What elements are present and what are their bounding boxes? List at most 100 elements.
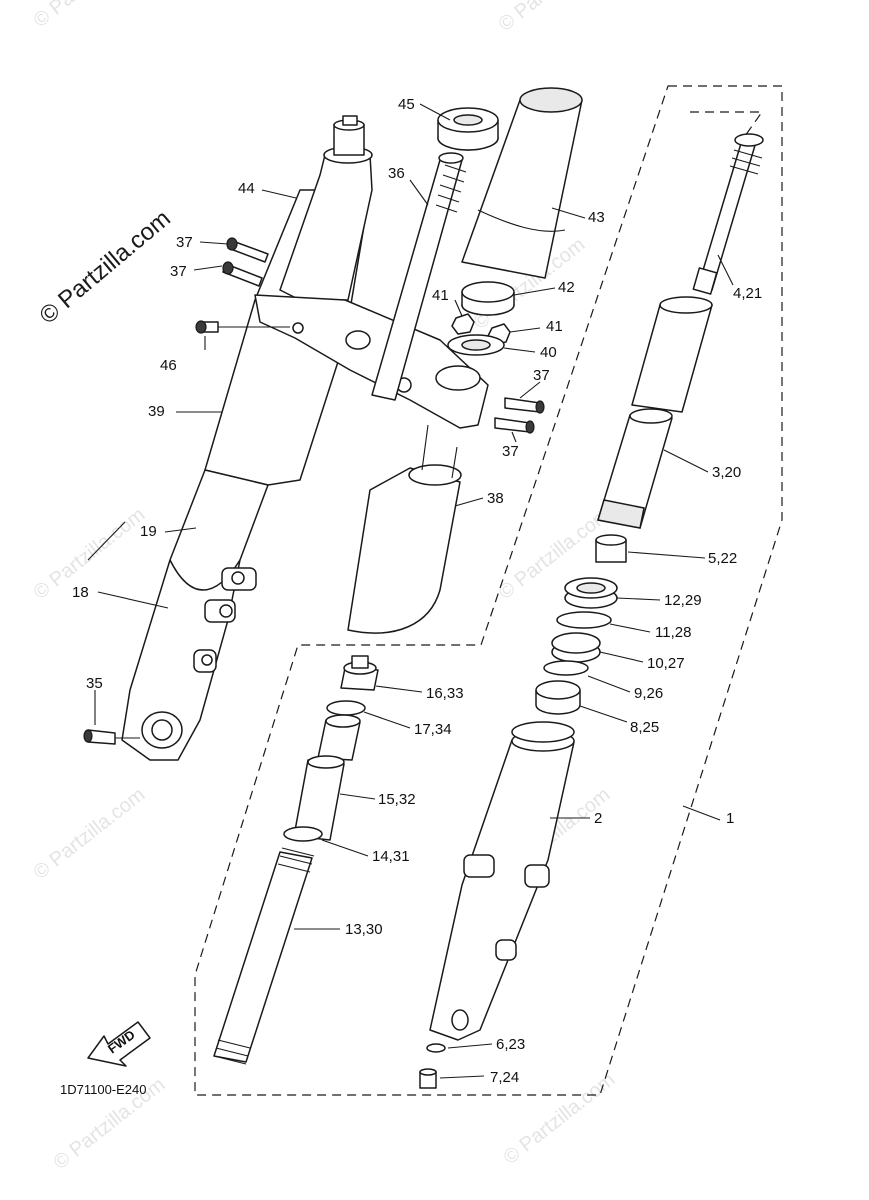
callout-3-20: 3,20 <box>712 464 741 481</box>
callout-19: 19 <box>140 523 157 540</box>
callout-9-26: 9,26 <box>634 685 663 702</box>
damper-rod <box>692 133 764 295</box>
leader-16-33 <box>375 685 423 693</box>
leader-8-25 <box>579 705 628 723</box>
cover-38-body <box>347 467 461 634</box>
callout-10-27: 10,27 <box>647 655 685 672</box>
callout-1: 1 <box>726 810 734 827</box>
spring-13-coils-bottom <box>213 1039 251 1065</box>
bolt-head <box>195 320 207 334</box>
gasket-6 <box>426 1043 446 1053</box>
leader-44 <box>261 189 297 199</box>
bolt-head <box>535 400 545 414</box>
callout-14-31: 14,31 <box>372 848 410 865</box>
left-fork-assembly <box>83 115 373 761</box>
spring-13 <box>213 851 313 1063</box>
callout-44: 44 <box>238 180 255 197</box>
callout-7-24: 7,24 <box>490 1069 519 1086</box>
cap-bolt-16-hex <box>351 655 369 669</box>
leader-38 <box>454 497 484 507</box>
callout-13-30: 13,30 <box>345 921 383 938</box>
callout-46: 46 <box>160 357 177 374</box>
callout-18: 18 <box>72 584 89 601</box>
leader-9-26 <box>587 675 631 693</box>
leader-42 <box>513 287 556 296</box>
callout-37: 37 <box>170 263 187 280</box>
collar-15-top <box>325 714 361 728</box>
axle-hole <box>151 719 173 741</box>
cover-43-top <box>519 87 583 113</box>
leader-15-32 <box>339 793 376 800</box>
assembly-outlines <box>194 85 783 1096</box>
cover-38 <box>347 424 462 634</box>
callout-40: 40 <box>540 344 557 361</box>
leader-37b <box>193 265 223 271</box>
leader-36 <box>409 179 429 206</box>
fork-slider-18 <box>121 469 269 761</box>
bolt-head <box>222 261 234 275</box>
watermark-main: © Partzilla.com <box>35 205 176 330</box>
watermark-text: © Partzilla.com <box>30 784 150 884</box>
washer-40-bore <box>461 339 491 351</box>
bush-8-top <box>535 680 581 700</box>
fwd-arrow-icon <box>87 1021 151 1067</box>
callout-15-32: 15,32 <box>378 791 416 808</box>
washer-10 <box>551 632 601 654</box>
boss-hole <box>219 604 233 618</box>
leader-41b <box>509 327 541 333</box>
stem-thread <box>435 164 467 213</box>
leader-14-31 <box>321 839 369 857</box>
inner-tube-parts <box>597 296 713 529</box>
seal-stack <box>535 534 627 715</box>
callout-8-25: 8,25 <box>630 719 659 736</box>
leader-17-34 <box>363 711 411 729</box>
leader-12-29 <box>616 597 661 601</box>
leader-lines <box>87 103 734 1079</box>
damper-rod-end <box>692 267 718 295</box>
callout-37: 37 <box>176 234 193 251</box>
leader-45 <box>419 103 451 121</box>
bearing-45 <box>437 107 499 151</box>
leader-7-24 <box>439 1075 485 1079</box>
leader-5-22 <box>627 551 706 559</box>
callout-36: 36 <box>388 165 405 182</box>
drawing-code: 1D71100-E240 <box>60 1082 147 1097</box>
bolt-37-right-upper <box>504 397 541 413</box>
bolt-head <box>226 237 238 251</box>
bracket-small-hole <box>292 322 304 334</box>
callout-45: 45 <box>398 96 415 113</box>
collar-5-top <box>595 534 627 546</box>
leader-37a <box>199 241 229 245</box>
fwd-indicator: FWD <box>87 1021 151 1067</box>
leader-11-28 <box>609 623 651 633</box>
bolt-head <box>83 729 93 743</box>
leader-40 <box>503 347 536 353</box>
watermark-text: © Partzilla.com <box>30 504 150 604</box>
callout-41: 41 <box>546 318 563 335</box>
callout-39: 39 <box>148 403 165 420</box>
cover-38-stud <box>421 424 429 471</box>
cover-43 <box>461 87 583 279</box>
spacer-top <box>659 296 713 314</box>
callout-43: 43 <box>588 209 605 226</box>
outer-tube-boss <box>463 854 495 878</box>
stem-hardware <box>447 281 515 356</box>
stem-top <box>438 152 464 164</box>
watermark-text: © Partzilla.com <box>30 0 150 32</box>
outer-tube-2-rim <box>511 721 575 743</box>
bolt-head <box>525 420 535 434</box>
watermark-text: © Partzilla.com <box>495 0 615 36</box>
callout-37: 37 <box>533 367 550 384</box>
leader-3-20 <box>663 449 709 473</box>
damper-3-band <box>597 499 645 529</box>
oil-seal-12-bore <box>576 582 606 594</box>
fork-cap-hex <box>342 115 358 126</box>
callout-5-22: 5,22 <box>708 550 737 567</box>
o-ring-17 <box>326 700 366 716</box>
leader-19 <box>164 527 197 533</box>
outer-tube-2 <box>419 721 575 1089</box>
outer-tube-2-body <box>429 739 575 1041</box>
cover-43-seam <box>477 209 566 232</box>
bearing-bore <box>453 114 483 126</box>
